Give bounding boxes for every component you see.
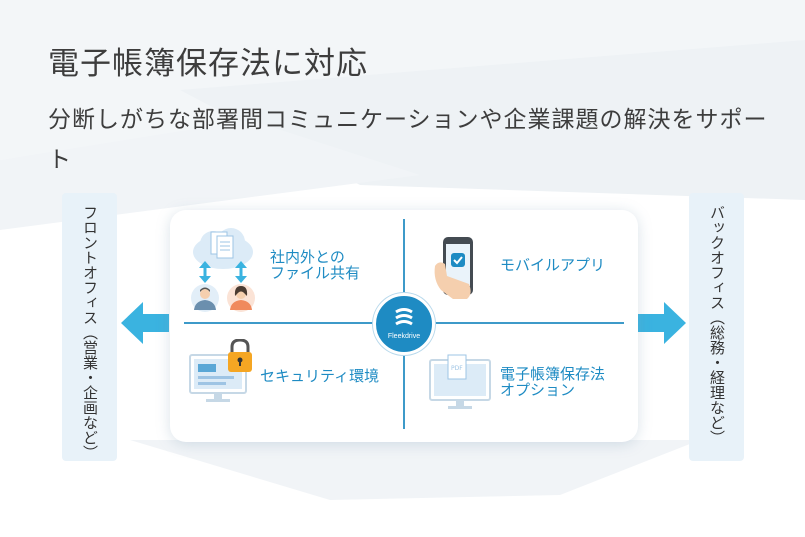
- fleekdrive-logo-text: Fleekdrive: [387, 333, 421, 340]
- feature-security: セキュリティ環境: [260, 367, 380, 385]
- back-office-panel: バックオフィス（総務・経理など）: [689, 193, 744, 461]
- arrow-right-icon: [638, 302, 686, 344]
- feature-mobile-app: モバイルアプリ: [500, 256, 606, 274]
- feature-file-sharing-line1: 社内外との: [270, 248, 345, 266]
- back-office-label: バックオフィス（総務・経理など）: [708, 205, 726, 445]
- front-office-label: フロントオフィス（営業・企画など）: [81, 205, 99, 460]
- page-subtitle: 分断しがちな部署間コミュニケーションや企業課題の解決をサポート: [48, 107, 768, 173]
- smartphone-icon: [434, 237, 473, 299]
- front-office-panel: フロントオフィス（営業・企画など）: [62, 193, 117, 461]
- page-title: 電子帳簿保存法に対応: [48, 46, 368, 82]
- svg-text:PDF: PDF: [451, 365, 463, 372]
- monitor-lock-icon: [189, 339, 252, 402]
- cloud-share-icon: [191, 228, 255, 312]
- fleekdrive-logo-icon: [395, 308, 413, 326]
- feature-ebook-option-line2: オプション: [500, 381, 576, 399]
- feature-ebook-option-line1: 電子帳簿保存法: [500, 365, 606, 383]
- fleekdrive-logo: Fleekdrive: [373, 293, 435, 355]
- arrow-left-icon: [121, 302, 169, 344]
- monitor-pdf-icon: PDF: [429, 354, 491, 409]
- feature-file-sharing-line2: ファイル共有: [270, 264, 361, 282]
